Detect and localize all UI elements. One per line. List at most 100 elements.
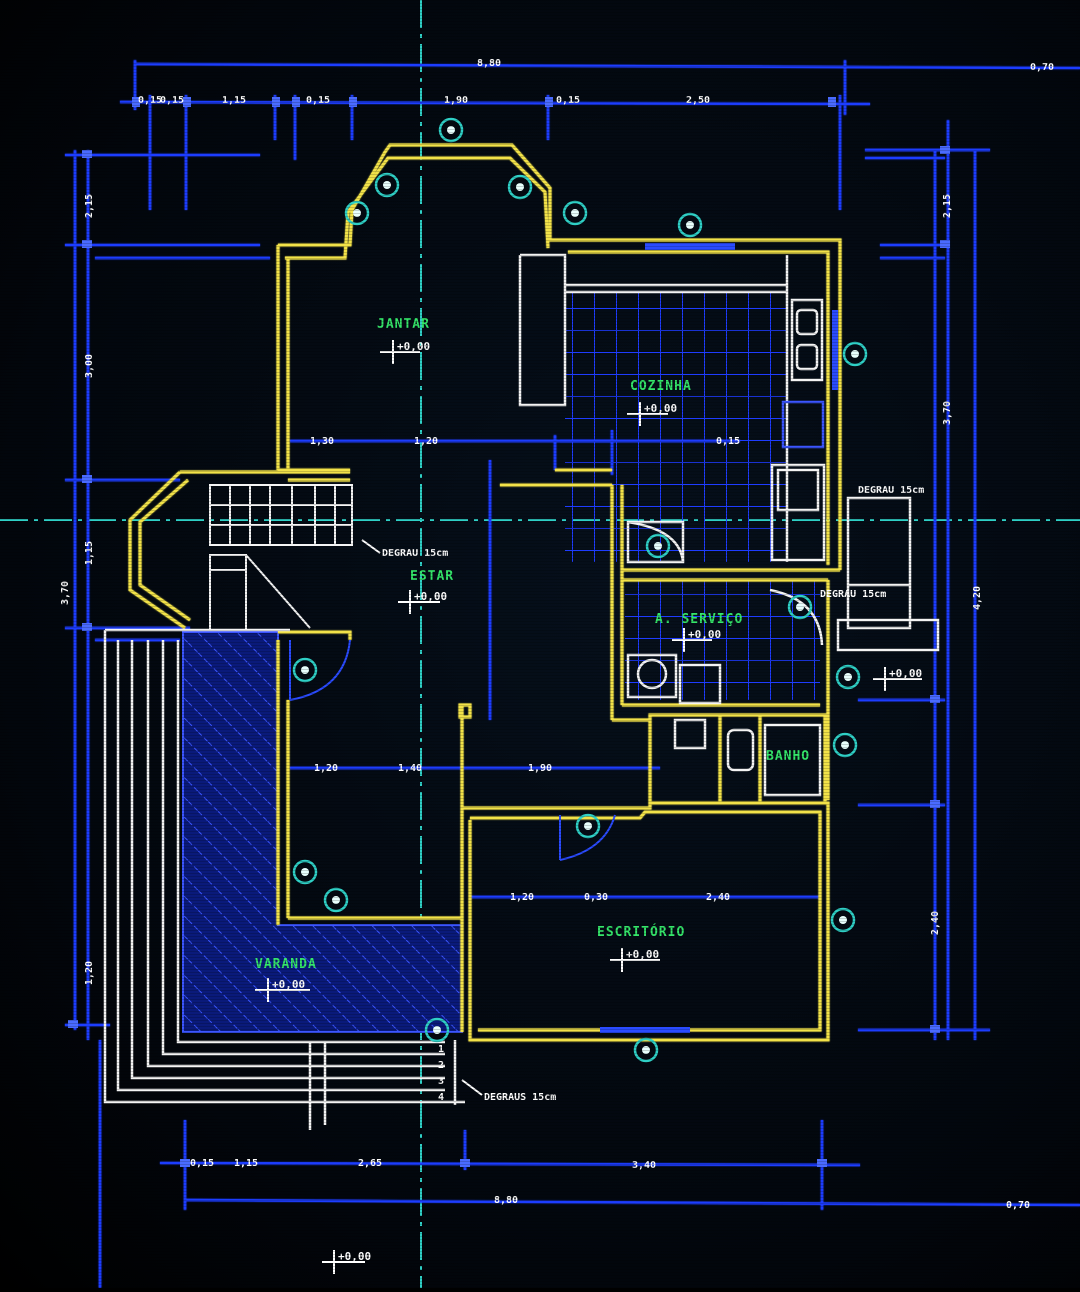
dim-int1-2: 0,15 bbox=[716, 436, 740, 447]
step-4: 4 bbox=[438, 1092, 444, 1103]
step-3: 3 bbox=[438, 1076, 444, 1087]
marker-dot bbox=[433, 1026, 441, 1034]
dim-top-seg-5: 0,15 bbox=[556, 95, 580, 106]
marker-circle bbox=[344, 200, 370, 226]
room-jantar: JANTAR bbox=[377, 317, 430, 332]
dim-top-seg-2: 1,15 bbox=[222, 95, 246, 106]
stair-block bbox=[209, 484, 353, 631]
dim-int3-0: 1,20 bbox=[510, 892, 534, 903]
level-jantar: +0,00 bbox=[397, 340, 430, 353]
dim-left-3: 3,70 bbox=[60, 581, 71, 605]
marker-circle bbox=[292, 859, 318, 885]
marker-circle bbox=[835, 664, 861, 690]
level-labels: +0,00 +0,00 +0,00 +0,00 +0,00 +0,00 +0,0… bbox=[272, 340, 922, 1263]
dim-top-seg-1: 0,15 bbox=[160, 95, 184, 106]
marker-dot bbox=[353, 209, 361, 217]
marker-dot bbox=[584, 822, 592, 830]
level-estar: +0,00 bbox=[414, 590, 447, 603]
marker-circle bbox=[575, 813, 601, 839]
marker-dot bbox=[383, 181, 391, 189]
dim-int2-0: 1,20 bbox=[314, 763, 338, 774]
marker-circle bbox=[677, 212, 703, 238]
marker-dot bbox=[686, 221, 694, 229]
markers bbox=[292, 117, 868, 1063]
dim-top-seg-6: 2,50 bbox=[686, 95, 710, 106]
dim-int1-1: 1,20 bbox=[414, 436, 438, 447]
step-numbers: 1 2 3 4 bbox=[438, 1044, 444, 1103]
marker-dot bbox=[841, 741, 849, 749]
callout-degraus-varanda: DEGRAUS 15cm bbox=[484, 1092, 556, 1103]
dim-int3-1: 0,30 bbox=[584, 892, 608, 903]
dim-int3-2: 2,40 bbox=[706, 892, 730, 903]
dim-bottom-0: 0,15 bbox=[190, 1158, 214, 1169]
varanda-hatch bbox=[182, 631, 463, 1033]
step-1: 1 bbox=[438, 1044, 444, 1055]
dim-bottom-1: 1,15 bbox=[234, 1158, 258, 1169]
marker-circle bbox=[830, 907, 856, 933]
dim-top-total: 8,80 bbox=[477, 58, 501, 69]
marker-circle bbox=[633, 1037, 659, 1063]
room-varanda: VARANDA bbox=[255, 957, 317, 972]
room-banho: BANHO bbox=[766, 749, 810, 764]
dim-bottom-2: 2,65 bbox=[358, 1158, 382, 1169]
dim-top-seg-4: 1,90 bbox=[444, 95, 468, 106]
marker-dot bbox=[571, 209, 579, 217]
marker-dot bbox=[654, 542, 662, 550]
marker-dot bbox=[516, 183, 524, 191]
marker-circle bbox=[438, 117, 464, 143]
callout-degrau-servico: DEGRAU 15cm bbox=[858, 485, 924, 496]
marker-circle bbox=[562, 200, 588, 226]
dim-top-right: 0,70 bbox=[1030, 62, 1054, 73]
marker-dot bbox=[839, 916, 847, 924]
dim-right-2: 4,20 bbox=[972, 586, 983, 610]
marker-circle bbox=[424, 1017, 450, 1043]
callout-degrau-estar: DEGRAU 15cm bbox=[382, 548, 448, 559]
dim-bottom-total: 8,80 bbox=[494, 1195, 518, 1206]
marker-circle bbox=[323, 887, 349, 913]
level-exterior: +0,00 bbox=[889, 667, 922, 680]
step-2: 2 bbox=[438, 1060, 444, 1071]
dim-int2-1: 1,40 bbox=[398, 763, 422, 774]
varanda-steps bbox=[103, 628, 465, 1130]
room-estar: ESTAR bbox=[410, 569, 454, 584]
marker-dot bbox=[642, 1046, 650, 1054]
callouts: DEGRAU 15cm DEGRAU 15cm DEGRAU 15cm DEGR… bbox=[361, 485, 924, 1103]
dimension-labels: 8,80 0,70 0,15 0,15 1,15 0,15 1,90 0,15 … bbox=[60, 58, 1054, 1211]
marker-circle bbox=[507, 174, 533, 200]
dim-int2-2: 1,90 bbox=[528, 763, 552, 774]
servico-tile bbox=[625, 580, 820, 700]
room-cozinha: COZINHA bbox=[630, 379, 692, 394]
cozinha-tile bbox=[565, 292, 787, 562]
dim-bottom-right: 0,70 bbox=[1006, 1200, 1030, 1211]
marker-circle bbox=[645, 533, 671, 559]
marker-dot bbox=[796, 603, 804, 611]
level-bottom: +0,00 bbox=[338, 1250, 371, 1263]
marker-circle bbox=[832, 732, 858, 758]
dimension-ticks bbox=[68, 97, 950, 1167]
dim-left-4: 1,20 bbox=[84, 961, 95, 985]
level-markers bbox=[255, 340, 922, 1274]
dim-left-2: 1,15 bbox=[84, 541, 95, 565]
room-labels: JANTAR COZINHA ESTAR A. SERVIÇO BANHO ES… bbox=[255, 317, 810, 972]
windows bbox=[600, 243, 838, 1033]
kitchen-fixtures bbox=[518, 253, 940, 797]
marker-circle bbox=[292, 657, 318, 683]
dim-right-3: 2,40 bbox=[930, 911, 941, 935]
room-servico: A. SERVIÇO bbox=[655, 612, 743, 627]
dim-int1-0: 1,30 bbox=[310, 436, 334, 447]
marker-circle bbox=[787, 594, 813, 620]
dim-bottom-3: 3,40 bbox=[632, 1160, 656, 1171]
marker-dot bbox=[851, 350, 859, 358]
room-escritorio: ESCRITÓRIO bbox=[597, 924, 685, 940]
callout-degrau-servico-2: DEGRAU 15cm bbox=[820, 589, 886, 600]
door-swings bbox=[289, 639, 616, 861]
marker-dot bbox=[332, 896, 340, 904]
dim-right-1: 3,70 bbox=[942, 401, 953, 425]
dim-left-1: 3,00 bbox=[84, 354, 95, 378]
dim-left-0: 2,15 bbox=[84, 194, 95, 218]
dim-top-seg-0: 0,15 bbox=[138, 95, 162, 106]
marker-circle bbox=[374, 172, 400, 198]
